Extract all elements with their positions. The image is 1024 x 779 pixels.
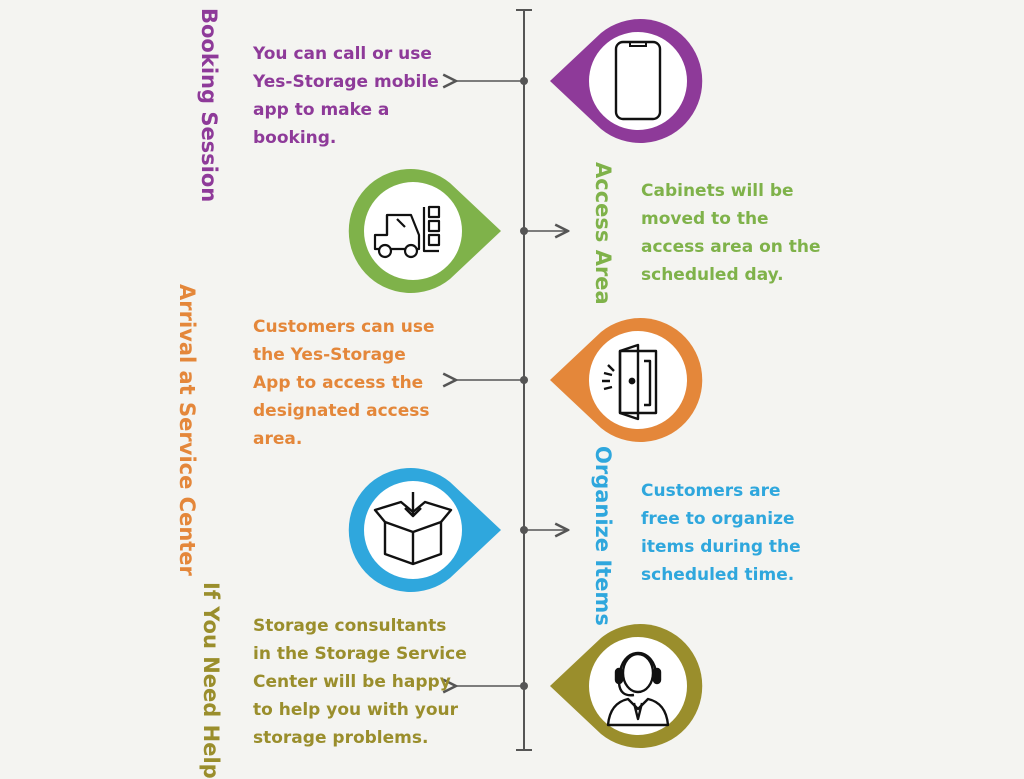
step-2-title: Access Area: [591, 162, 615, 305]
step-1-pin: [550, 18, 703, 143]
step-5-pin: [550, 624, 703, 748]
step-4-pin: [348, 468, 501, 592]
forklift-icon: [373, 205, 441, 259]
step-3-pin: [550, 318, 703, 442]
step-3-title: Arrival at Service Center: [175, 284, 199, 576]
step-3-description: Customers can use the Yes-Storage App to…: [253, 317, 435, 449]
step-2-description: Cabinets will be moved to the access are…: [641, 181, 821, 285]
step-1-title: Booking Session: [197, 8, 221, 203]
step-5-title: If You Need Help: [199, 582, 223, 779]
box-icon: [373, 492, 453, 566]
step-4-title: Organize Items: [591, 446, 615, 626]
step-2-pin: [348, 169, 501, 293]
smartphone-icon: [614, 40, 662, 121]
headset-agent-icon: [606, 651, 670, 727]
step-5-description: Storage consultants in the Storage Servi…: [253, 616, 467, 748]
door-icon: [602, 343, 658, 421]
step-1-description: You can call or use Yes-Storage mobile a…: [253, 44, 439, 148]
step-4-description: Customers are free to organize items dur…: [641, 481, 801, 585]
